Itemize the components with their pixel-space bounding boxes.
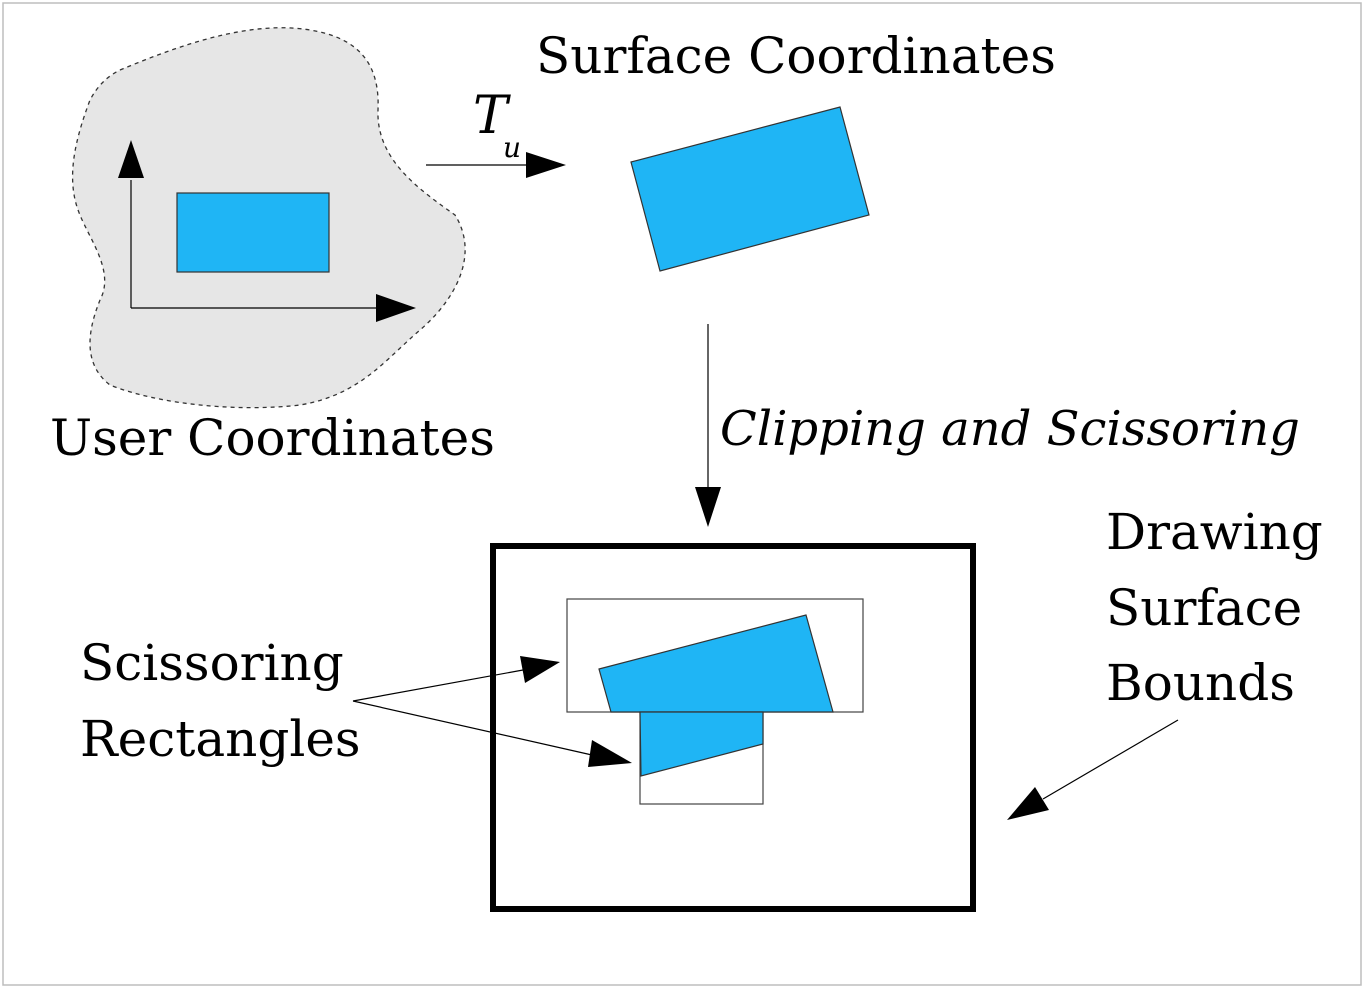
scissor-pointer-shaft-top <box>352 669 524 702</box>
drawing-surface-bounds-label-line1: Drawing <box>1106 503 1323 561</box>
scissor-pointer-head-top <box>520 656 560 683</box>
clipping-and-scissoring-label: Clipping and Scissoring <box>720 401 1300 457</box>
user-x-axis-arrowhead <box>376 294 416 322</box>
scissor-pointer-head-bottom <box>588 740 632 767</box>
drawing-surface-bounds-label-line3: Bounds <box>1106 654 1295 712</box>
bounds-pointer-shaft <box>1042 719 1179 800</box>
scissor-pointer-shaft-bottom <box>352 700 593 756</box>
surface-coordinates-label: Surface Coordinates <box>536 27 1056 85</box>
user-y-axis-arrowhead <box>118 140 144 178</box>
user-coordinates-label: User Coordinates <box>50 409 495 467</box>
surface-space-rectangle <box>630 106 870 272</box>
transform-subscript-label: u <box>503 131 521 164</box>
transform-symbol-label: T <box>473 86 511 146</box>
drawing-surface-bounds-label-line2: Surface <box>1106 579 1302 637</box>
bounds-pointer-head <box>1007 787 1049 820</box>
clipped-shape-top <box>598 614 834 713</box>
clipped-shape-bottom <box>639 711 764 777</box>
clipping-arrow-head <box>695 487 721 527</box>
user-space-rectangle <box>176 192 330 273</box>
scissoring-rectangles-label-line2: Rectangles <box>80 710 361 768</box>
transform-arrow-head <box>526 152 566 178</box>
scissoring-rectangles-label-line1: Scissoring <box>80 634 344 692</box>
